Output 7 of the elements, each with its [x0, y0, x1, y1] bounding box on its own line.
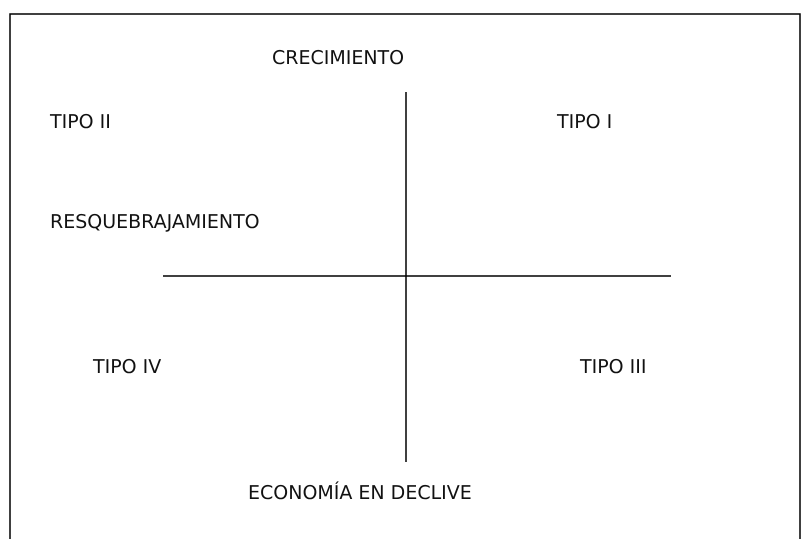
quadrant-label: RESQUEBRAJAMIENTO — [50, 211, 260, 233]
quadrant-label: TIPO IV — [93, 356, 162, 378]
quadrant-label: TIPO III — [580, 356, 646, 378]
axis-label: ECONOMÍA EN DECLIVE — [248, 482, 472, 504]
quadrant-label: TIPO I — [557, 111, 612, 133]
axis-label: CRECIMIENTO — [272, 47, 404, 69]
quadrant-label: TIPO II — [50, 111, 111, 133]
